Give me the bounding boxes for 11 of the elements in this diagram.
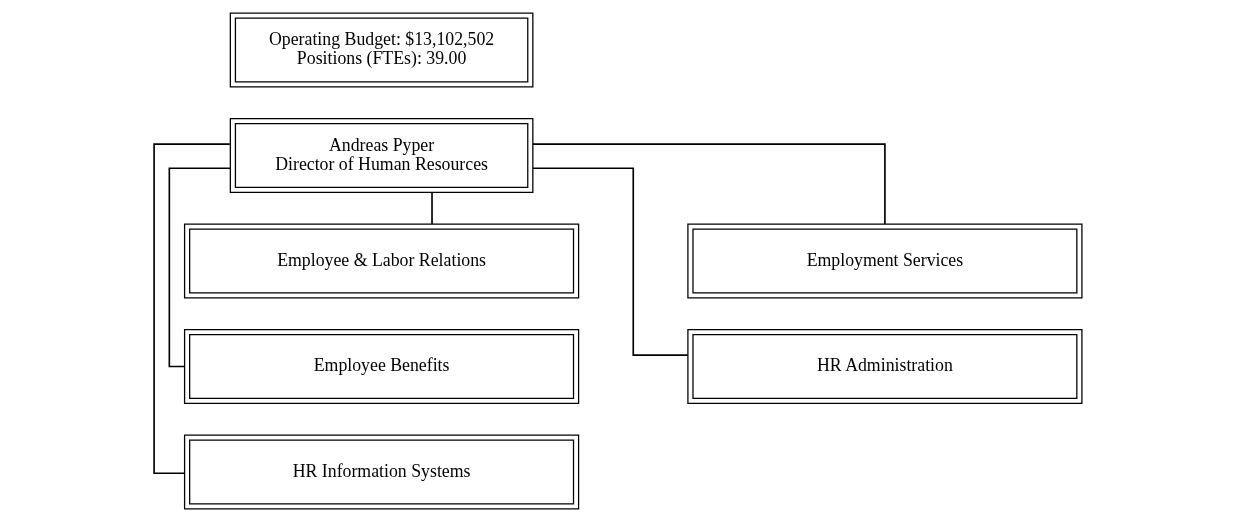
connector <box>532 143 886 225</box>
connector <box>431 191 433 225</box>
connector <box>532 167 689 356</box>
node-box: HR Information Systems <box>183 434 580 510</box>
node-box: Andreas Pyper Director of Human Resources <box>229 118 534 193</box>
node-box: Operating Budget: $13,102,502 Positions (FTEs): 39.00 <box>229 12 534 88</box>
node-box: Employee Benefits <box>183 329 580 404</box>
connector <box>153 143 231 475</box>
node-box: Employment Services <box>687 223 1083 299</box>
node-box: Employee & Labor Relations <box>183 223 580 299</box>
node-box: HR Administration <box>687 329 1083 404</box>
